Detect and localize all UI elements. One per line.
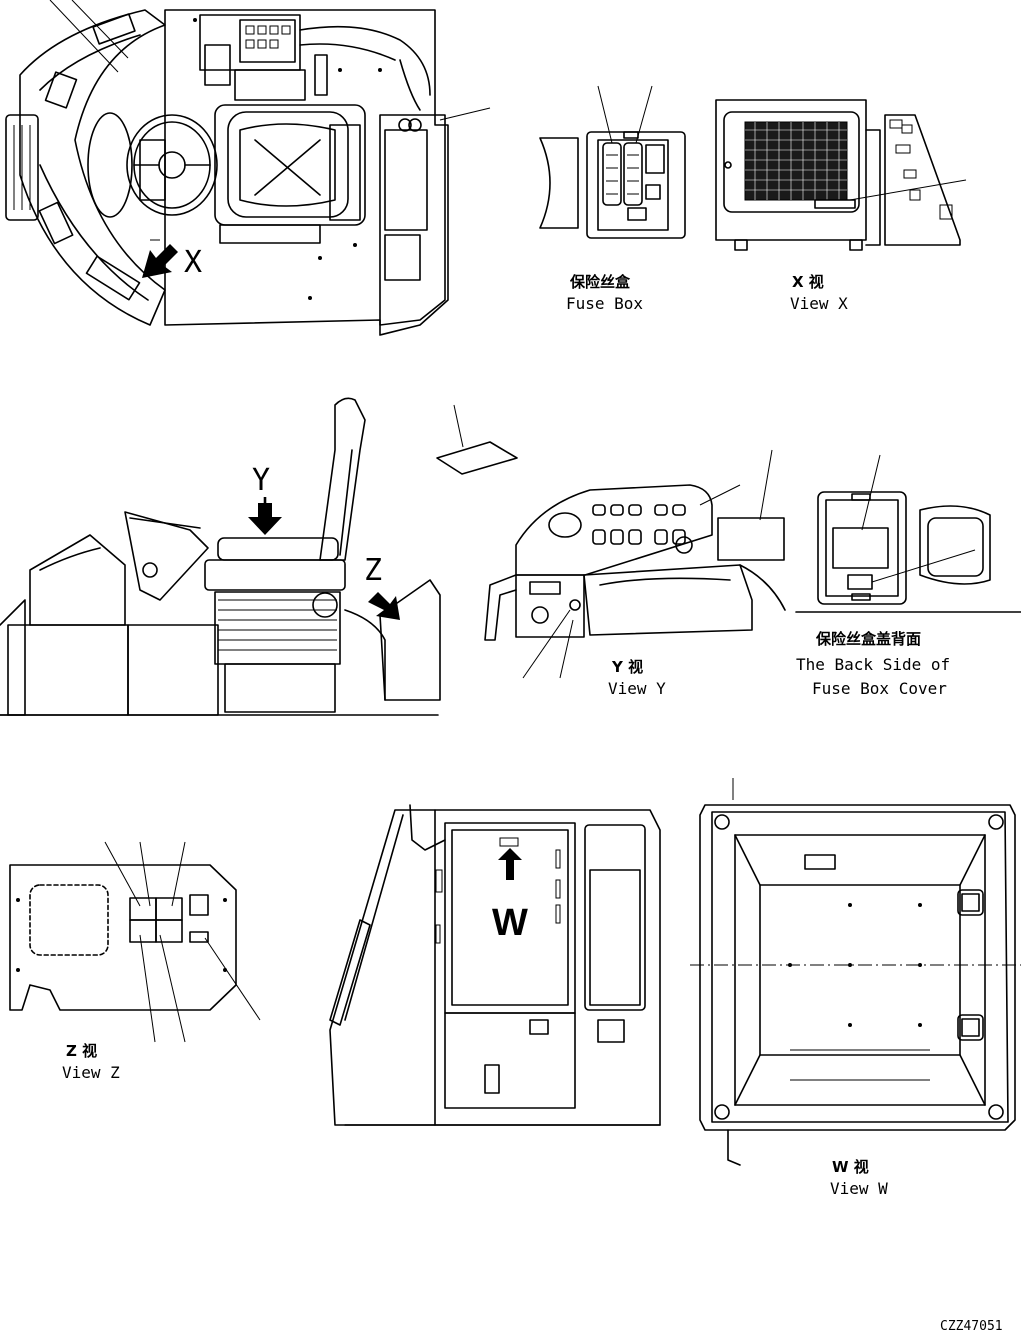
fuse-box-detail: 保险丝盒 Fuse Box	[539, 85, 686, 313]
view-w-cn-label: W 视	[832, 1158, 869, 1176]
view-w-detail: W 视 View W	[690, 778, 1021, 1198]
cab-side-view: W	[329, 804, 661, 1126]
machine-side-elevation: Y Z	[0, 397, 518, 716]
marker-y: Y	[252, 463, 270, 498]
fuse-box-en-label: Fuse Box	[566, 294, 643, 313]
view-x-arrow-icon	[142, 244, 178, 278]
view-z-detail: Z 视 View Z	[9, 841, 261, 1082]
view-z-arrow-icon	[368, 592, 400, 620]
cab-floor-plan: X	[5, 0, 491, 336]
view-z-cn-label: Z 视	[66, 1042, 97, 1060]
drawing-number: CZZ47051	[940, 1319, 1003, 1334]
view-y-arrow-icon	[248, 503, 282, 535]
view-y-detail: Y 视 View Y	[484, 449, 786, 698]
marker-w: W	[492, 902, 528, 944]
view-y-en-label: View Y	[608, 679, 666, 698]
cover-back-cn-label: 保险丝盒盖背面	[815, 630, 921, 648]
view-x-en-label: View X	[790, 294, 848, 313]
view-z-en-label: View Z	[62, 1063, 120, 1082]
view-w-arrow-icon	[498, 848, 522, 880]
cover-back-en-label-1: The Back Side of	[796, 655, 950, 674]
fuse-box-cn-label: 保险丝盒	[569, 273, 631, 291]
view-x-cn-label: X 视	[792, 273, 824, 291]
view-y-cn-label: Y 视	[611, 658, 643, 676]
cover-back-en-label-2: Fuse Box Cover	[812, 679, 947, 698]
view-w-en-label: View W	[830, 1179, 888, 1198]
marker-z: Z	[364, 553, 382, 588]
marker-x: X	[184, 245, 202, 280]
fuse-box-cover-back-detail: 保险丝盒盖背面 The Back Side of Fuse Box Cover	[795, 454, 1021, 698]
view-x-detail: X 视 View X	[715, 99, 967, 313]
